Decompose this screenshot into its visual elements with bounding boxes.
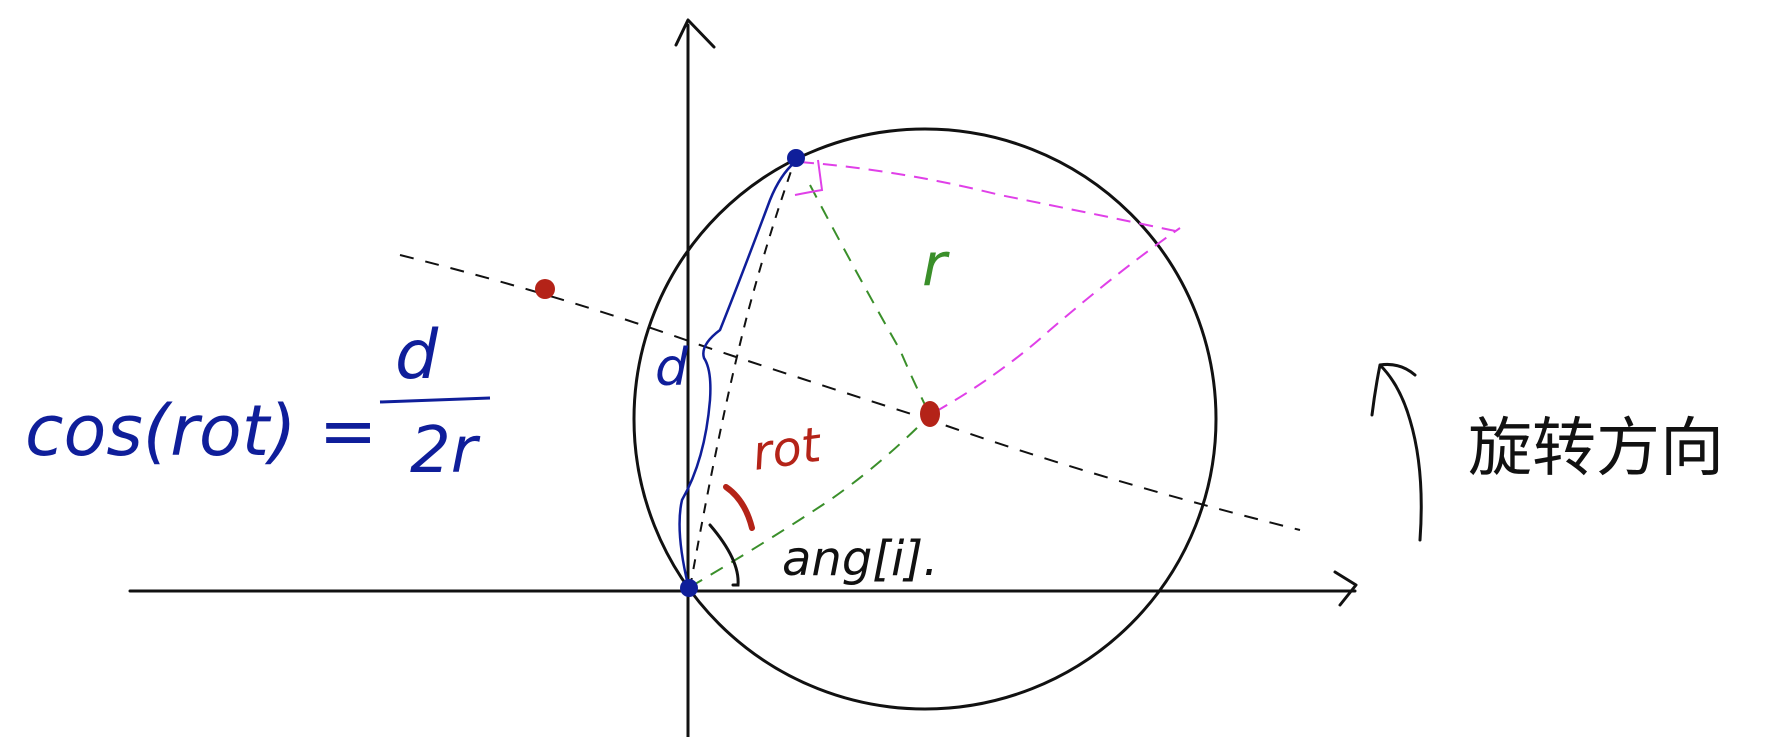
magenta-dashed-top	[799, 161, 1181, 233]
magenta-right-angle	[794, 159, 824, 196]
ang-arc	[708, 523, 740, 587]
axes	[128, 18, 1358, 737]
origin-point	[680, 579, 698, 597]
center-point	[920, 401, 940, 427]
green-dashed-radius	[809, 184, 931, 416]
formula-fraction-bar	[379, 396, 491, 404]
x-axis-arrowhead	[1333, 570, 1358, 607]
black-dashed-chord	[689, 159, 796, 589]
ang-label: ang[i].	[782, 531, 938, 587]
magenta-dashed-diagonal	[934, 227, 1181, 413]
formula-lhs: cos(rot) =	[25, 390, 377, 472]
top-point	[787, 149, 805, 167]
r-label: r	[922, 230, 950, 300]
rotation-arrow	[1370, 363, 1423, 542]
circle	[632, 127, 1218, 711]
formula-numerator: d	[395, 316, 439, 395]
outer-red-point	[535, 279, 555, 299]
formula-denominator: 2r	[410, 414, 481, 488]
black-dashed-center-line	[399, 254, 1301, 531]
y-axis-arrowhead	[674, 18, 716, 49]
blue-chord-d	[678, 161, 796, 586]
rotation-direction-label: 旋转方向	[1468, 412, 1724, 486]
rot-label: rot	[749, 417, 826, 482]
d-label: d	[655, 338, 689, 398]
rot-arc	[723, 484, 755, 531]
green-dashed-base	[689, 419, 926, 588]
